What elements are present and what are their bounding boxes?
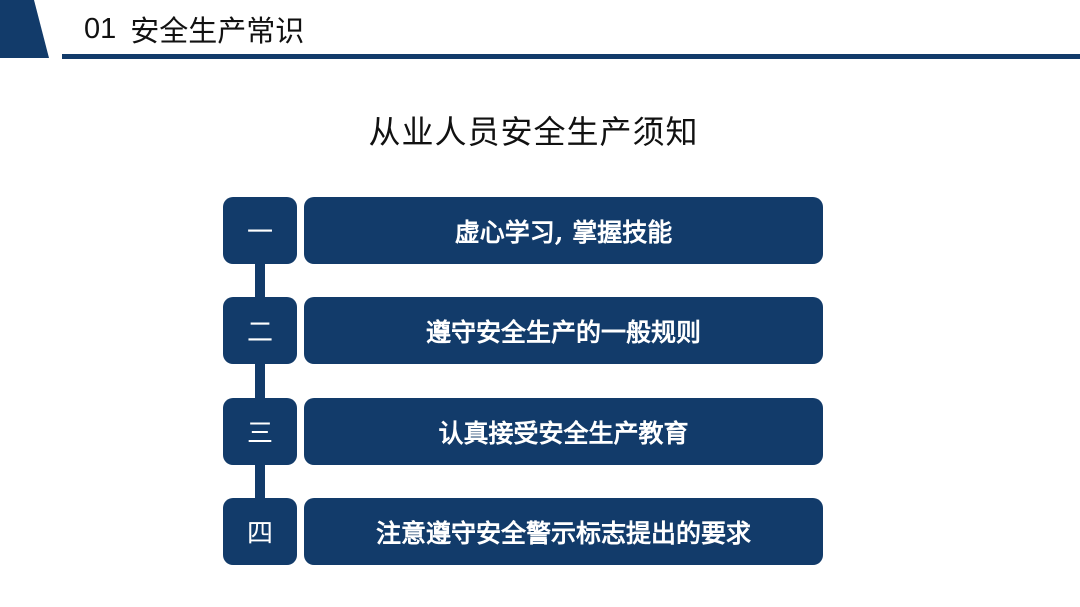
header-divider [62,54,1080,59]
list-item: 四 注意遵守安全警示标志提出的要求 [223,498,823,565]
section-title: 安全生产常识 [130,14,305,48]
section-header: 01 安全生产常识 [84,10,305,49]
list-item: 一 虚心学习, 掌握技能 [223,197,823,264]
list-connector-line [255,240,265,525]
item-text-box: 遵守安全生产的一般规则 [304,297,823,364]
list-item: 三 认真接受安全生产教育 [223,398,823,465]
list-item: 二 遵守安全生产的一般规则 [223,297,823,364]
item-number-badge: 二 [223,297,297,364]
item-text-box: 注意遵守安全警示标志提出的要求 [304,498,823,565]
item-number-badge: 一 [223,197,297,264]
header-corner-shape [0,0,49,58]
item-text-box: 虚心学习, 掌握技能 [304,197,823,264]
item-text-box: 认真接受安全生产教育 [304,398,823,465]
section-number: 01 [84,12,117,45]
slide-title: 从业人员安全生产须知 [368,113,699,151]
item-number-badge: 四 [223,498,297,565]
item-number-badge: 三 [223,398,297,465]
